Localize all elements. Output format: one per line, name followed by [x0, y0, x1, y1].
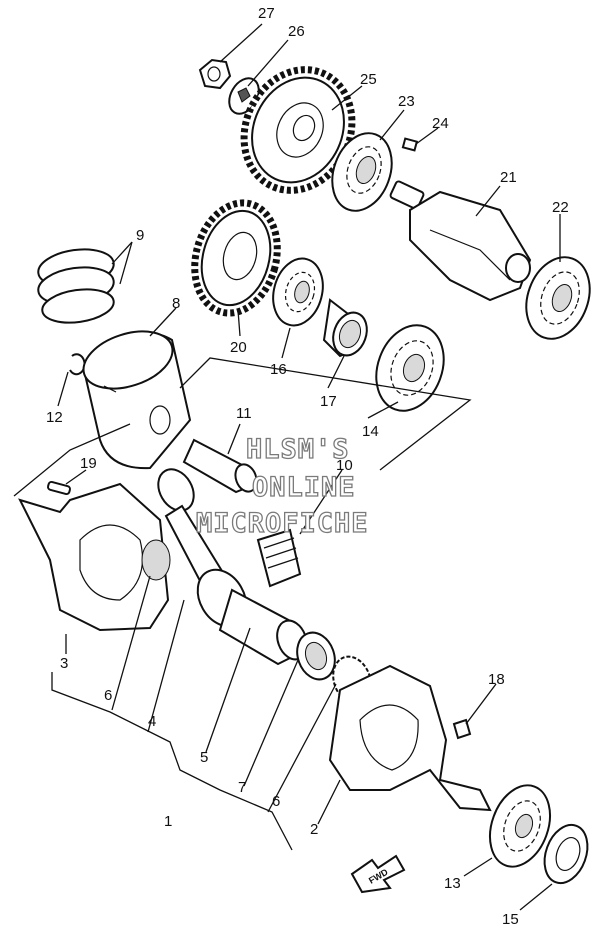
callout-25: 25 [360, 71, 377, 88]
callout-24: 24 [432, 115, 449, 132]
callout-9: 9 [136, 227, 144, 244]
leader-lines [13, 23, 561, 911]
part-3-crank-left [18, 482, 171, 632]
callout-3: 3 [60, 655, 68, 672]
part-15-oil-seal [543, 823, 589, 885]
part-23-bearing [331, 132, 393, 212]
part-14-bearing [375, 324, 445, 412]
callout-1: 1 [164, 813, 172, 830]
part-19-key [47, 480, 71, 496]
part-2-crank-right [328, 664, 492, 812]
part-22-bearing [525, 256, 591, 340]
part-18-key [452, 718, 472, 740]
callout-7: 7 [238, 779, 246, 796]
callout-22: 22 [552, 199, 569, 216]
part-10-needle-bearing [256, 528, 302, 588]
callout-14: 14 [362, 423, 379, 440]
callout-21: 21 [500, 169, 517, 186]
callout-27: 27 [258, 5, 275, 22]
part-8-piston [82, 330, 192, 470]
watermark-line-1: HLSM'S [246, 434, 350, 465]
callout-numbers: 27 26 25 23 24 21 22 9 8 20 16 17 12 11 … [46, 5, 569, 928]
callout-11: 11 [236, 405, 252, 422]
callout-13: 13 [444, 875, 461, 892]
part-16-bearing [272, 257, 324, 327]
callout-18: 18 [488, 671, 505, 688]
part-26-washer [228, 77, 260, 115]
callout-17: 17 [320, 393, 337, 410]
watermark-line-2: ONLINE [252, 472, 356, 503]
callout-20: 20 [230, 339, 247, 356]
forward-arrow-icon: FWD [350, 854, 406, 894]
part-27-nut [198, 58, 232, 90]
callout-6-left: 6 [104, 687, 112, 704]
callout-6-right: 6 [272, 793, 280, 810]
watermark-line-3: MICROFICHE [196, 508, 369, 539]
callout-5: 5 [200, 749, 208, 766]
part-7-needle-bearing [296, 631, 336, 681]
part-11-piston-pin [182, 438, 258, 494]
callout-23: 23 [398, 93, 415, 110]
part-24-key [401, 137, 419, 152]
callout-19: 19 [80, 455, 97, 472]
part-9-piston-rings [37, 248, 115, 324]
callout-26: 26 [288, 23, 305, 40]
callout-16: 16 [270, 361, 287, 378]
callout-4: 4 [148, 713, 156, 730]
part-12-circlip [69, 353, 86, 376]
callout-12: 12 [46, 409, 63, 426]
callout-10: 10 [336, 457, 353, 474]
callout-2: 2 [310, 821, 318, 838]
callout-15: 15 [502, 911, 519, 928]
part-4-connecting-rod [157, 468, 248, 628]
part-13-bearing [489, 784, 551, 868]
part-21-balancer-shaft [389, 180, 532, 302]
callout-8: 8 [172, 295, 180, 312]
part-17-sleeve [322, 298, 368, 358]
watermark: HLSM'S ONLINE MICROFICHE [195, 433, 369, 539]
part-20-gear [191, 199, 281, 317]
